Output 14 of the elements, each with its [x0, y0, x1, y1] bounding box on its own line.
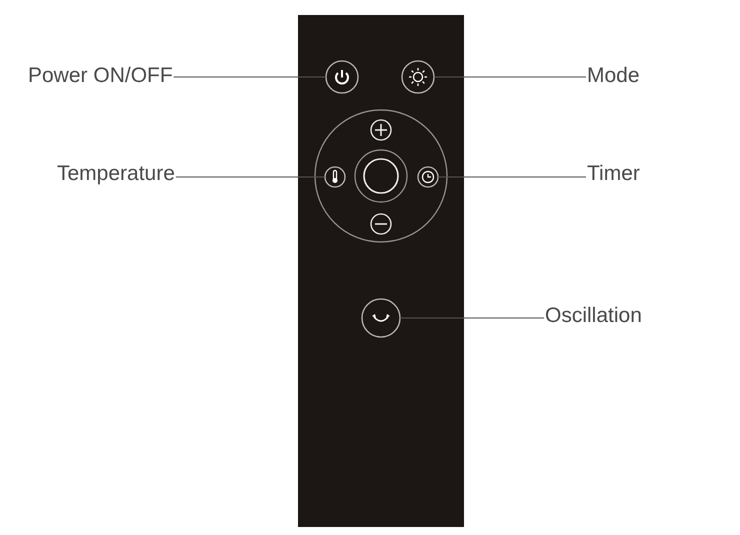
timer-button: [416, 165, 440, 189]
callout-label: Timer: [587, 162, 640, 186]
oscillation-button: [360, 297, 402, 339]
callout-label: Temperature: [57, 162, 175, 186]
callout-label: Mode: [587, 64, 640, 88]
leader-line: [175, 176, 326, 178]
callout-label: Oscillation: [545, 304, 642, 328]
leader-line: [438, 176, 586, 178]
power-button: [324, 59, 360, 95]
callout-label: Power ON/OFF: [28, 64, 173, 88]
leader-line: [434, 76, 586, 78]
mode-button: [400, 59, 436, 95]
temperature-button: [323, 165, 347, 189]
leader-line: [173, 76, 326, 78]
